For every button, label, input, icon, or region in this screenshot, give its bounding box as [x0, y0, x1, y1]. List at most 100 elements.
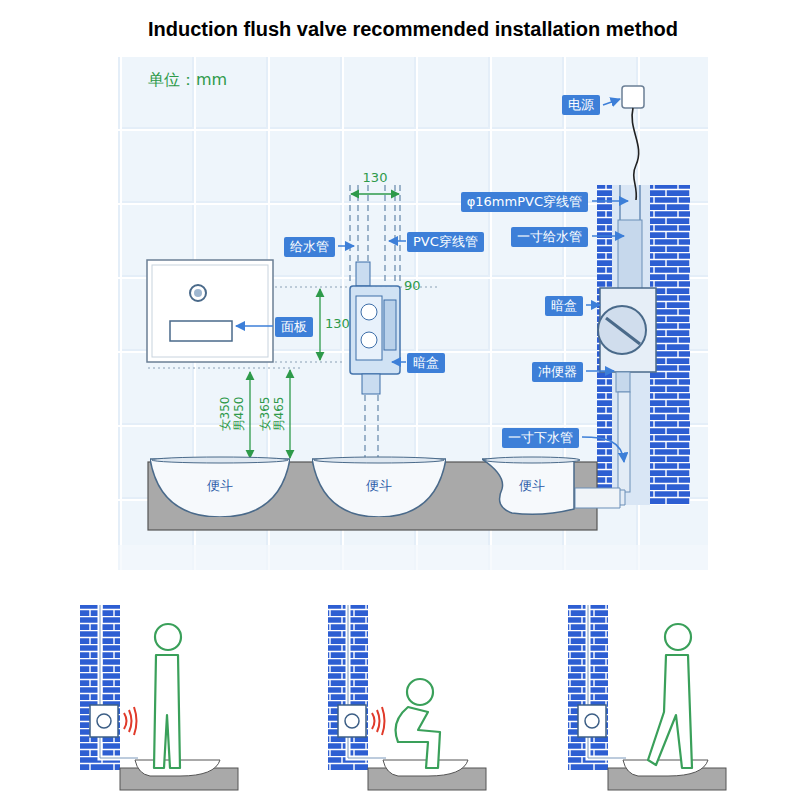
- callout-text: PVC穿线管: [413, 234, 478, 250]
- panel-plate: [147, 260, 273, 362]
- concealed-box: [356, 296, 382, 360]
- tile-wall: [118, 55, 708, 570]
- callout-tag: 冲便器: [532, 362, 583, 382]
- usage-scene: [568, 605, 726, 790]
- usage-scene: [382, 707, 385, 735]
- usage-scene: [407, 679, 433, 705]
- dimension-lines: [249, 372, 250, 458]
- callout-text: 暗盒: [551, 298, 577, 314]
- dimension-lines: [319, 289, 320, 360]
- usage-scene: [648, 655, 692, 768]
- bowl-label: 便斗: [519, 477, 545, 495]
- concealed-box: [350, 286, 400, 374]
- callout-text: 一寸下水管: [508, 430, 573, 446]
- right-wall: [616, 372, 630, 392]
- concealed-box: [361, 304, 377, 320]
- tile-wall: [118, 55, 708, 570]
- usage-scene: [665, 624, 691, 650]
- dimension-label: 130: [363, 170, 388, 185]
- usage-scene: [623, 760, 708, 776]
- title: Induction flush valve recommended instal…: [148, 18, 678, 41]
- bowl-outline: [482, 459, 574, 514]
- callout-tag: 暗盒: [545, 296, 583, 316]
- guide-lines: [148, 368, 300, 369]
- callout-text: 面板: [281, 319, 307, 335]
- pipe-dashes: [357, 185, 358, 262]
- leader-arrows: [603, 99, 620, 105]
- usage-scene: [377, 710, 380, 732]
- right-wall: [606, 318, 640, 344]
- panel-plate: [190, 285, 206, 301]
- leader-arrows: [389, 240, 406, 242]
- usage-scene: [80, 605, 238, 790]
- callout-tag: PVC穿线管: [407, 232, 484, 252]
- callout-text: φ16mmPVC穿线管: [467, 194, 582, 210]
- bowl-rim: [484, 457, 580, 463]
- concealed-box: [356, 262, 370, 286]
- urinal-bowl: 便斗: [150, 455, 290, 517]
- panel-plate: [152, 265, 268, 357]
- bowl-label: 便斗: [207, 477, 233, 495]
- dimension-label: 男465: [271, 397, 288, 432]
- leader-arrows: [586, 370, 614, 372]
- callout-text: 给水管: [290, 239, 329, 255]
- panel-plate: [147, 260, 273, 362]
- usage-scene: [585, 714, 599, 728]
- usage-scene: [90, 705, 118, 737]
- urinal-bowl: 便斗: [312, 455, 446, 517]
- callout-text: 冲便器: [538, 364, 577, 380]
- callout-tag: 给水管: [284, 237, 335, 257]
- leader-arrows: [338, 245, 354, 247]
- dimension-label: 女365: [257, 397, 274, 432]
- callout-tag: 一寸下水管: [502, 428, 579, 448]
- unit-note: 单位：mm: [148, 70, 227, 91]
- power-cord: [622, 86, 644, 200]
- right-wall: [597, 185, 690, 505]
- bowl-rim: [152, 457, 288, 463]
- usage-scene: [338, 705, 366, 737]
- bowl-label: 便斗: [366, 477, 392, 495]
- usage-scenes: [80, 605, 726, 790]
- pipe-dashes: [377, 395, 378, 460]
- bowl-rim: [314, 457, 444, 463]
- callout-tag: 一寸给水管: [511, 227, 588, 247]
- callout-tag: 电源: [562, 95, 600, 115]
- leader-arrows: [592, 200, 628, 202]
- pipe-dashes: [384, 185, 385, 285]
- callout-tag: φ16mmPVC穿线管: [461, 192, 588, 212]
- pipe-dashes: [364, 395, 365, 460]
- right-wall: [598, 306, 646, 354]
- power-cord: [632, 108, 639, 200]
- bowl-outline: [312, 459, 446, 517]
- bowl-outline: [150, 459, 290, 517]
- concealed-box: [350, 262, 400, 394]
- concealed-box: [384, 300, 396, 350]
- usage-scene: [124, 713, 127, 729]
- pipe-dashes: [349, 185, 350, 285]
- usage-scene: [648, 624, 692, 768]
- dimension-lines: [289, 370, 290, 458]
- right-wall: [597, 185, 690, 505]
- usage-scene: [328, 605, 486, 790]
- pipe-dashes: [350, 185, 400, 460]
- urinal-bowl: 便斗: [482, 455, 582, 517]
- concealed-box: [361, 332, 377, 348]
- right-wall: [618, 392, 630, 492]
- usage-scene: [396, 679, 440, 768]
- usage-scene: [578, 705, 606, 737]
- power-cord: [622, 86, 644, 108]
- leader-arrows: [236, 325, 273, 327]
- dimension-label: 男450: [231, 397, 248, 432]
- usage-scene: [345, 714, 359, 728]
- callout-text: 暗盒: [413, 355, 439, 371]
- concealed-box: [362, 374, 380, 394]
- dimension-label: 女350: [217, 397, 234, 432]
- usage-scene: [396, 707, 440, 768]
- leader-arrows: [582, 437, 624, 462]
- floor: [575, 488, 620, 508]
- leader-arrows: [592, 235, 624, 237]
- leader-arrows: [236, 99, 628, 462]
- leader-arrows: [392, 361, 406, 363]
